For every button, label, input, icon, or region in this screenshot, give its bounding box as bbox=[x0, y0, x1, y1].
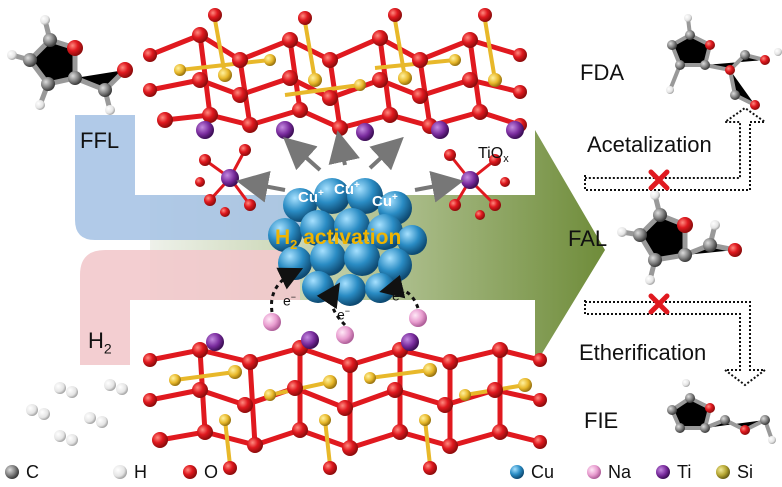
h2-label: H2 bbox=[88, 328, 112, 356]
h2-activation-label: H2 activation bbox=[275, 226, 401, 252]
h2-molecules bbox=[26, 379, 128, 446]
cu-ion-label-1: Cu+ bbox=[298, 188, 324, 206]
legend-h-icon bbox=[113, 465, 127, 479]
fie-molecule bbox=[667, 379, 776, 444]
fie-label: FIE bbox=[584, 408, 618, 434]
legend-si-label: Si bbox=[737, 462, 753, 483]
tiox-label: TiOx bbox=[478, 145, 509, 165]
block-x-top bbox=[651, 172, 667, 188]
fda-label: FDA bbox=[580, 60, 624, 86]
legend-ti-label: Ti bbox=[677, 462, 691, 483]
cu-ion-label-2: Cu+ bbox=[334, 180, 360, 198]
acetalization-label: Acetalization bbox=[587, 132, 712, 158]
legend-cu-label: Cu bbox=[531, 462, 554, 483]
legend-na-icon bbox=[587, 465, 601, 479]
cu-ion-label-3: Cu+ bbox=[372, 192, 398, 210]
bottom-silica-framework bbox=[143, 331, 547, 475]
ffl-molecule bbox=[7, 15, 133, 115]
legend-si-icon bbox=[716, 465, 730, 479]
legend-ti-icon bbox=[656, 465, 670, 479]
legend-h-label: H bbox=[134, 462, 147, 483]
fal-molecule bbox=[617, 190, 742, 285]
h2-arrow bbox=[80, 250, 300, 365]
legend-o-label: O bbox=[204, 462, 218, 483]
legend-o-icon bbox=[183, 465, 197, 479]
top-silica-framework bbox=[143, 8, 527, 141]
fda-molecule bbox=[666, 14, 782, 110]
electron-label-2: e− bbox=[337, 306, 350, 323]
fal-label: FAL bbox=[568, 226, 607, 252]
legend-na-label: Na bbox=[608, 462, 631, 483]
electron-label-3: e− bbox=[392, 287, 405, 304]
legend-cu-icon bbox=[510, 465, 524, 479]
electron-label-1: e− bbox=[283, 292, 296, 309]
ffl-label: FFL bbox=[80, 128, 119, 154]
etherification-label: Etherification bbox=[579, 340, 706, 366]
legend-c-icon bbox=[5, 465, 19, 479]
block-x-bottom bbox=[651, 296, 667, 312]
legend-c-label: C bbox=[26, 462, 39, 483]
